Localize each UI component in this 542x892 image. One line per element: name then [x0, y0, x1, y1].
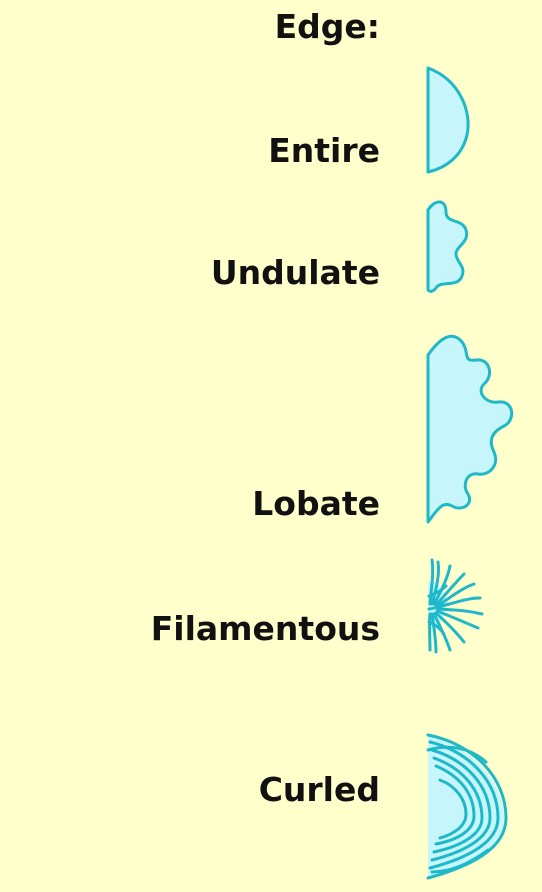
entire-edge-shape	[428, 68, 468, 172]
curled-edge-shape	[428, 735, 506, 878]
filamentous-edge-shape	[428, 560, 482, 652]
lobate-edge-shape	[428, 336, 512, 522]
undulate-edge-shape	[428, 202, 467, 291]
